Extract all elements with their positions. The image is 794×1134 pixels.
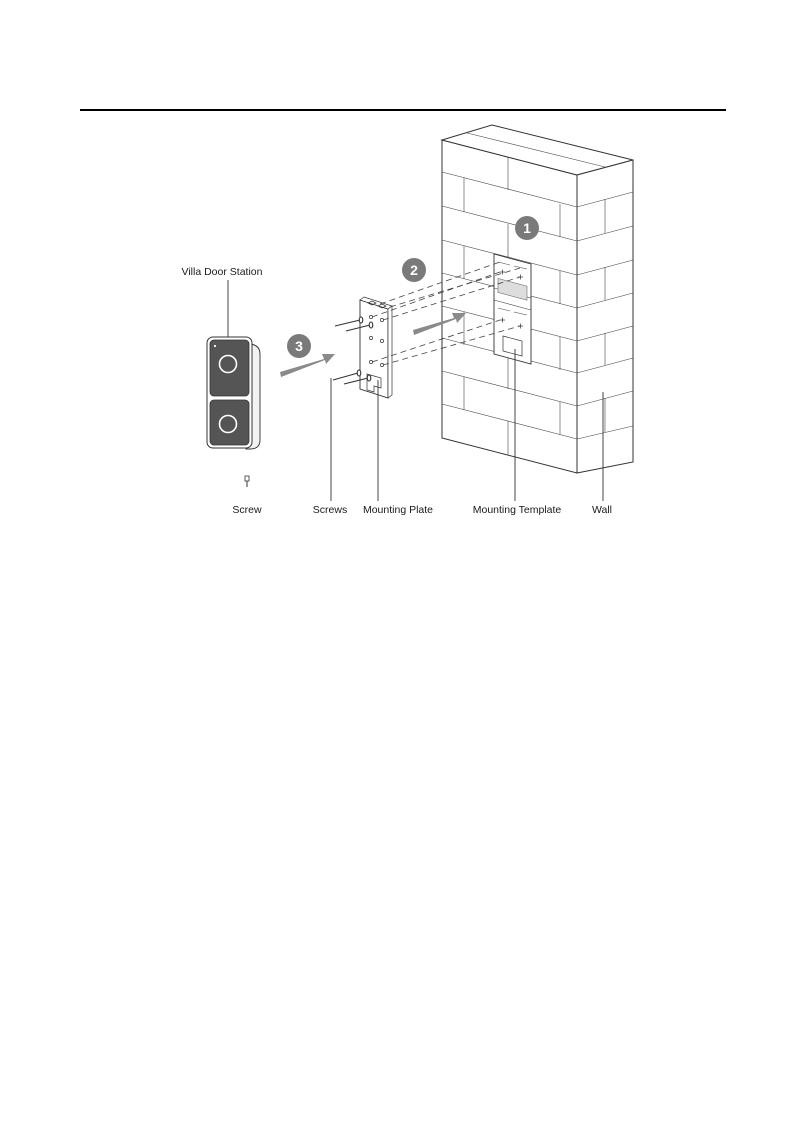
- step-badge-1: 1: [515, 216, 539, 240]
- arrow-step-3: [280, 354, 335, 377]
- step-number-1: 1: [523, 220, 531, 236]
- step-number-2: 2: [410, 262, 418, 278]
- villa-door-station: [207, 337, 260, 449]
- mounting-template: [494, 254, 531, 364]
- label-mounting-template: Mounting Template: [473, 504, 562, 516]
- step-badge-3: 3: [287, 334, 311, 358]
- wall: [442, 125, 633, 473]
- loose-screw: [245, 476, 249, 487]
- label-villa-door-station: Villa Door Station: [182, 266, 263, 278]
- label-wall: Wall: [592, 504, 612, 516]
- label-screw: Screw: [232, 504, 262, 516]
- label-mounting-plate: Mounting Plate: [363, 504, 433, 516]
- step-badge-2: 2: [402, 258, 426, 282]
- step-number-3: 3: [295, 338, 303, 354]
- label-screws: Screws: [313, 504, 347, 516]
- mounting-plate: [360, 297, 392, 398]
